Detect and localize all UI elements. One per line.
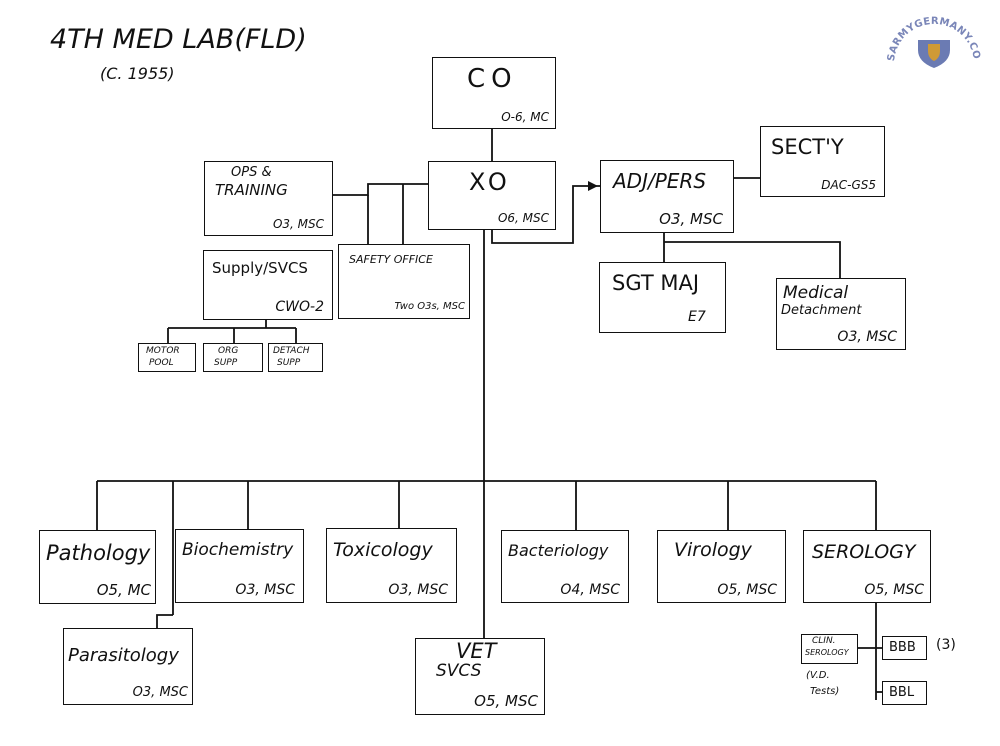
serology-label: SEROLOGY — [812, 541, 916, 563]
virology-label: Virology — [674, 539, 752, 561]
box-pathology: Pathology O5, MC — [39, 530, 156, 604]
adj-grade: O3, MSC — [659, 210, 723, 228]
box-co: CO O-6, MC — [432, 57, 556, 129]
box-medical-detachment: Medical Detachment O3, MSC — [776, 278, 906, 350]
safety-grade: Two O3s, MSC — [394, 301, 465, 312]
toxicology-label: Toxicology — [333, 539, 433, 561]
virology-grade: O5, MSC — [717, 582, 777, 598]
meddet-grade: O3, MSC — [837, 329, 897, 345]
connector-adj-meddet — [664, 241, 841, 278]
vd-note-line2: Tests) — [810, 686, 840, 697]
connector-arrowhead — [588, 181, 598, 191]
supply-label: Supply/SVCS — [212, 259, 308, 277]
org-line1: ORG — [218, 346, 239, 356]
box-secty: SECT'Y DAC-GS5 — [760, 126, 885, 197]
pathology-grade: O5, MC — [96, 581, 151, 599]
ops-label-line1: OPS & — [231, 165, 272, 180]
usarmygermany-watermark-logo: USARMYGERMANY.COM — [884, 4, 982, 68]
box-bacteriology: Bacteriology O4, MSC — [501, 530, 629, 603]
connector-xo-adj — [491, 185, 600, 244]
parasitology-grade: O3, MSC — [132, 685, 188, 700]
toxicology-grade: O3, MSC — [388, 582, 448, 598]
xo-label: XO — [469, 168, 511, 196]
co-grade: O-6, MC — [501, 110, 549, 124]
parasitology-label: Parasitology — [68, 645, 179, 666]
box-serology: SEROLOGY O5, MSC — [803, 530, 931, 603]
box-bbb: BBB — [882, 636, 927, 660]
secty-grade: DAC-GS5 — [821, 178, 876, 192]
connector-parasitology — [156, 614, 173, 628]
ops-grade: O3, MSC — [272, 217, 324, 231]
safety-label: SAFETY OFFICE — [349, 253, 433, 266]
chart-subtitle: (C. 1955) — [100, 64, 175, 83]
detach-line2: SUPP — [277, 358, 301, 368]
vet-grade: O5, MSC — [474, 692, 538, 710]
box-supply-svcs: Supply/SVCS CWO-2 — [203, 250, 333, 320]
vet-line1: VET — [456, 639, 497, 663]
clin-line2: SEROLOGY — [805, 648, 849, 657]
box-virology: Virology O5, MSC — [657, 530, 786, 603]
box-vet-svcs: VET SVCS O5, MSC — [415, 638, 545, 715]
bacteriology-label: Bacteriology — [508, 541, 609, 560]
motor-line2: POOL — [149, 358, 174, 368]
box-xo: XO O6, MSC — [428, 161, 556, 230]
clin-line1: CLIN. — [812, 636, 836, 646]
detach-line1: DETACH — [273, 346, 310, 356]
box-org-supp: ORG SUPP — [203, 343, 263, 372]
box-parasitology: Parasitology O3, MSC — [63, 628, 193, 705]
box-adj-pers: ADJ/PERS O3, MSC — [600, 160, 734, 233]
box-sgt-maj: SGT MAJ E7 — [599, 262, 726, 333]
bacteriology-grade: O4, MSC — [560, 582, 620, 598]
bbb-count: (3) — [936, 637, 956, 653]
motor-line1: MOTOR — [146, 346, 180, 356]
box-toxicology: Toxicology O3, MSC — [326, 528, 457, 603]
connector-xo-ops — [333, 183, 428, 196]
box-bbl: BBL — [882, 681, 927, 705]
supply-grade: CWO-2 — [275, 299, 324, 315]
sgtmaj-grade: E7 — [688, 309, 706, 325]
meddet-line1: Medical — [783, 283, 849, 303]
vet-line2: SVCS — [436, 661, 482, 681]
bbl-label: BBL — [889, 685, 915, 700]
biochem-label: Biochemistry — [182, 540, 294, 560]
pathology-label: Pathology — [46, 541, 151, 565]
box-ops-training: OPS & TRAINING O3, MSC — [204, 161, 333, 236]
box-clin-serology: CLIN. SEROLOGY — [801, 634, 858, 664]
biochem-grade: O3, MSC — [235, 582, 295, 598]
xo-grade: O6, MSC — [497, 211, 549, 225]
meddet-line2: Detachment — [781, 303, 862, 318]
box-biochemistry: Biochemistry O3, MSC — [175, 529, 304, 603]
bbb-label: BBB — [889, 640, 916, 655]
box-motor-pool: MOTOR POOL — [138, 343, 196, 372]
org-line2: SUPP — [214, 358, 238, 368]
secty-label: SECT'Y — [771, 135, 844, 159]
box-safety-office: SAFETY OFFICE Two O3s, MSC — [338, 244, 470, 319]
serology-grade: O5, MSC — [864, 582, 924, 598]
co-label: CO — [467, 64, 518, 94]
adj-label: ADJ/PERS — [613, 169, 707, 193]
box-detach-supp: DETACH SUPP — [268, 343, 323, 372]
vd-note-line1: (V.D. — [806, 670, 830, 681]
ops-label-line2: TRAINING — [215, 181, 288, 199]
chart-title: 4TH MED LAB(FLD) — [50, 24, 307, 55]
sgtmaj-label: SGT MAJ — [612, 271, 700, 295]
